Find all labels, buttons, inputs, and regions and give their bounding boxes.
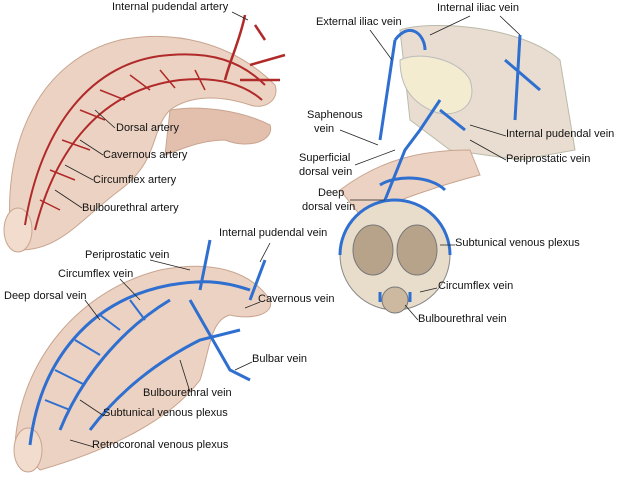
label-bl-bulbourethral-vein: Bulbourethral vein (143, 387, 232, 399)
label-bl-periprostatic-vein: Periprostatic vein (85, 249, 170, 261)
venous-illustration (13, 239, 272, 473)
label-bl-internal-pudendal-vein: Internal pudendal vein (219, 227, 328, 239)
label-bl-bulbar-vein: Bulbar vein (252, 353, 308, 365)
label-bl-cavernous-vein: Cavernous vein (258, 293, 335, 305)
label-periprostatic-vein: Periprostatic vein (506, 153, 591, 165)
leader-lines (54, 11, 521, 448)
label-bl-subtunical-venous-plexus: Subtunical venous plexus (103, 407, 228, 419)
label-saphenous-vein-line1: Saphenous (307, 109, 363, 121)
label-saphenous-vein-line2: vein (314, 123, 335, 135)
label-deep-dorsal-vein-line2: dorsal vein (302, 201, 356, 213)
label-external-iliac-vein: External iliac vein (316, 16, 402, 28)
venous-pelvis-illustration (338, 24, 576, 314)
label-superficial-dorsal-vein-line2: dorsal vein (299, 166, 353, 178)
label-internal-pudendal-vein: Internal pudendal vein (506, 128, 615, 140)
label-bl-deep-dorsal-vein: Deep dorsal vein (4, 290, 87, 302)
label-bulbourethral-vein: Bulbourethral vein (418, 313, 507, 325)
label-internal-pudendal-artery: Internal pudendal artery (112, 1, 229, 13)
label-internal-iliac-vein: Internal iliac vein (437, 2, 519, 14)
arterial-illustration (3, 14, 286, 253)
label-bl-retrocoronal-venous-plexus: Retrocoronal venous plexus (92, 439, 229, 451)
label-superficial-dorsal-vein-line1: Superficial (299, 152, 351, 164)
label-bulbourethral-artery: Bulbourethral artery (82, 202, 179, 214)
label-circumflex-artery: Circumflex artery (93, 174, 177, 186)
label-circumflex-vein: Circumflex vein (438, 280, 514, 292)
label-subtunical-venous-plexus: Subtunical venous plexus (455, 237, 580, 249)
label-dorsal-artery: Dorsal artery (116, 122, 179, 134)
label-deep-dorsal-vein-line1: Deep (318, 187, 345, 199)
label-bl-circumflex-vein: Circumflex vein (58, 268, 134, 280)
label-cavernous-artery: Cavernous artery (103, 149, 188, 161)
